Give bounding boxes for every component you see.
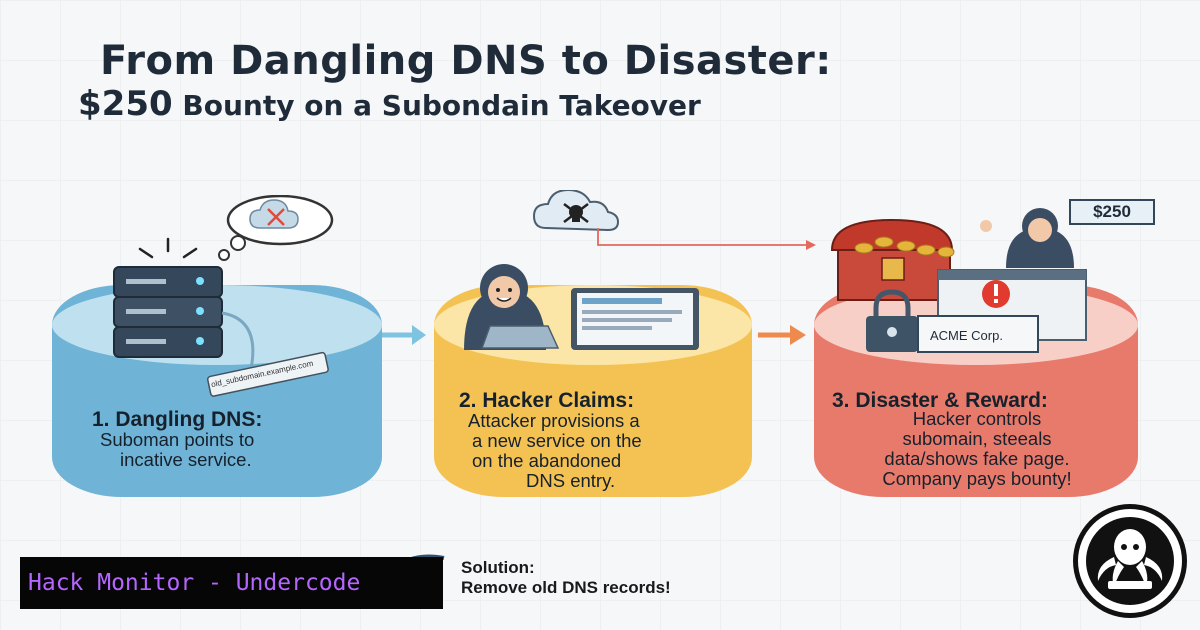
step-1-line: incative service. xyxy=(120,449,252,470)
subtitle-amount: $250 xyxy=(78,84,173,124)
step-3-line: subomain, steeals xyxy=(902,428,1052,449)
step-1-body: Suboman points to incative service. xyxy=(100,430,254,470)
treasure-chest-icon xyxy=(830,218,955,301)
skull-cloud-icon xyxy=(532,190,620,232)
reward-sign-icon xyxy=(1069,199,1155,225)
step-3-body: Hacker controls subomain, steeals data/s… xyxy=(832,409,1122,489)
step-3-title: 3. Disaster & Reward: xyxy=(832,389,1048,412)
step-1-title: 1. Dangling DNS: xyxy=(92,408,263,431)
hacker-scene xyxy=(464,190,699,350)
step-1-line: Suboman points to xyxy=(100,429,255,450)
step-3-line: data/shows fake page. xyxy=(884,448,1070,469)
server-scene xyxy=(113,195,334,397)
fake-site-label: ACME Corp. xyxy=(930,328,1003,343)
step-3-line: Company pays bounty! xyxy=(882,468,1072,489)
solution-text: Remove old DNS records! xyxy=(461,578,671,597)
acme-card-icon xyxy=(917,315,1039,353)
arrow-step1-to-step2 xyxy=(382,325,426,345)
step-2-line: Attacker provisions a xyxy=(468,410,640,431)
solution-block: Solution: Remove old DNS records! xyxy=(461,558,671,598)
page-title: From Dangling DNS to Disaster: xyxy=(100,38,832,84)
step-2-body: Attacker provisions a a new service on t… xyxy=(468,411,642,491)
alert-lines-icon xyxy=(138,237,198,259)
domain-tag xyxy=(206,351,329,397)
solution-heading: Solution: xyxy=(461,558,535,577)
step-3-line: Hacker controls xyxy=(912,408,1042,429)
step-2-line: DNS entry. xyxy=(526,470,616,491)
page-subtitle: $250 Bounty on a Subondain Takeover xyxy=(78,84,701,124)
step-2-line: a new service on the xyxy=(472,430,642,451)
hacker-avatar-icon xyxy=(464,264,546,350)
footer-brand-label: Hack Monitor - Undercode xyxy=(20,557,443,609)
hacker-reward-avatar-icon xyxy=(980,208,1074,268)
padlock-icon xyxy=(866,289,918,352)
subtitle-rest: Bounty on a Subondain Takeover xyxy=(172,89,701,122)
reward-sign-text: $250 xyxy=(1093,202,1131,221)
step-2-line: on the abandoned xyxy=(472,450,622,471)
laptop-icon xyxy=(480,325,560,349)
arrow-step2-to-step3 xyxy=(758,325,806,345)
step-2-title: 2. Hacker Claims: xyxy=(459,389,635,412)
server-rack-icon xyxy=(113,266,223,358)
arrow-cloud-to-reward xyxy=(597,228,816,250)
reward-scene xyxy=(830,199,1155,353)
monitor-icon xyxy=(571,288,699,350)
broken-cloud-icon xyxy=(218,195,334,261)
undercode-octopus-logo xyxy=(1073,504,1187,618)
